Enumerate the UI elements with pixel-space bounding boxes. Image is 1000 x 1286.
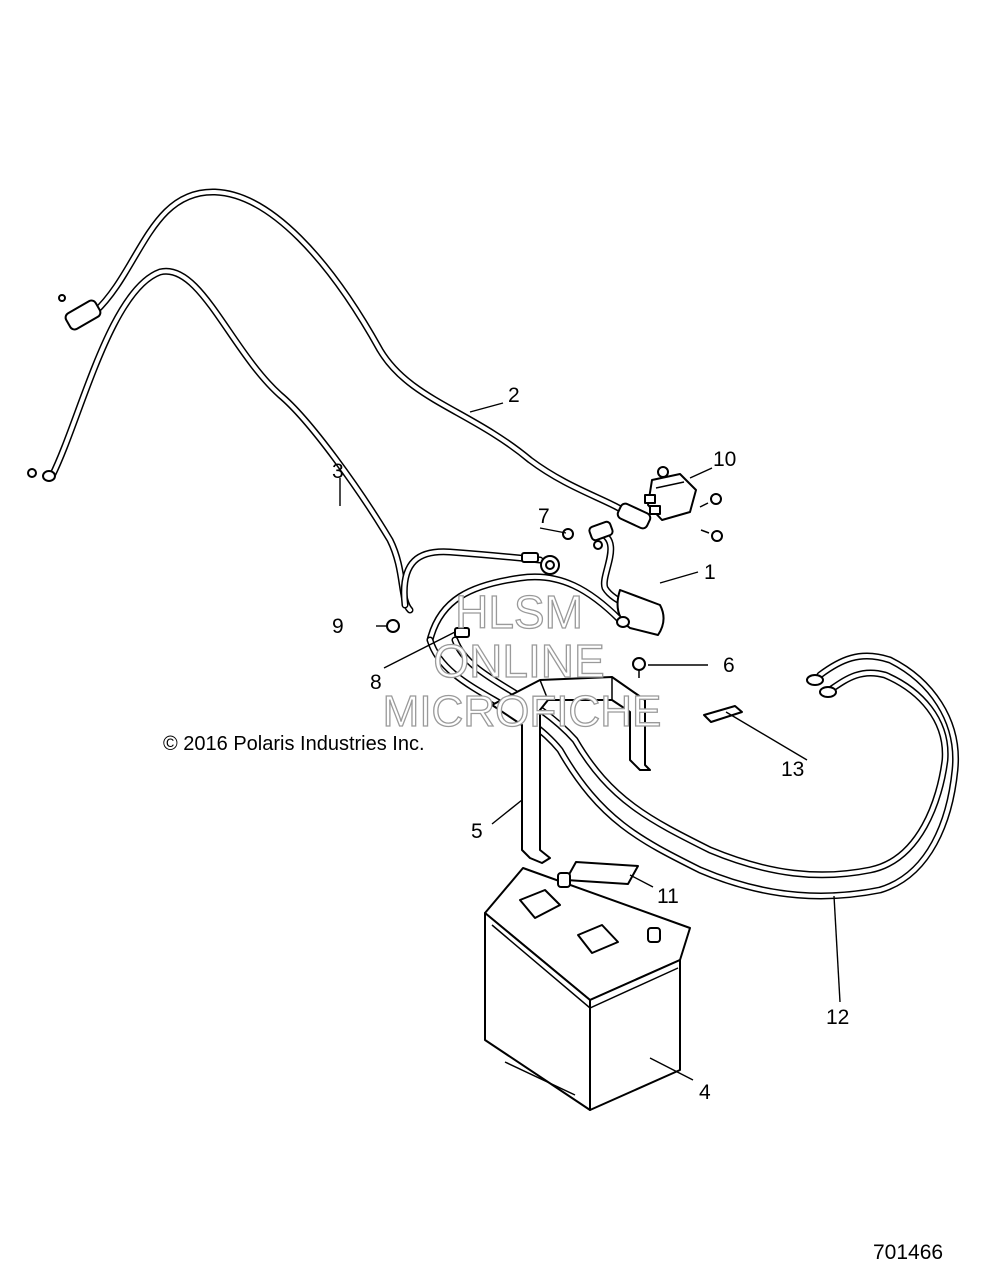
copyright-notice: © 2016 Polaris Industries Inc.: [163, 733, 425, 755]
callout-11: 11: [657, 885, 679, 908]
leader-lines: [339, 402, 841, 1081]
callout-9: 9: [332, 615, 344, 638]
callout-5: 5: [471, 820, 483, 843]
bolt-10b[interactable]: [700, 529, 723, 542]
callout-10: 10: [713, 448, 736, 471]
callout-12: 12: [826, 1006, 849, 1029]
callout-6: 6: [723, 654, 735, 677]
cable-2[interactable]: [58, 188, 652, 530]
callout-7: 7: [538, 505, 550, 528]
bolt-6[interactable]: [632, 657, 646, 678]
callout-4: 4: [699, 1081, 711, 1104]
callout-2: 2: [508, 384, 520, 407]
nut-7[interactable]: [562, 528, 603, 550]
battery-4[interactable]: [484, 867, 691, 1111]
label-11[interactable]: [565, 861, 639, 885]
callout-1: 1: [704, 561, 716, 584]
cable-8[interactable]: [426, 573, 630, 644]
callout-13: 13: [781, 758, 804, 781]
bracket-5[interactable]: [491, 676, 651, 864]
watermark: HLSM ONLINE MICROFICHE: [382, 585, 662, 736]
label-13[interactable]: [703, 705, 743, 723]
callout-3: 3: [332, 460, 344, 483]
cable-3[interactable]: [27, 267, 414, 614]
nut-9[interactable]: [386, 619, 400, 633]
battery-clamp-cable[interactable]: [400, 548, 560, 609]
diagram-number: 701466: [873, 1241, 944, 1264]
watermark-line-2: ONLINE: [433, 635, 604, 687]
relay-10[interactable]: [644, 466, 697, 521]
watermark-line-1: HLSM: [455, 586, 583, 638]
callout-8: 8: [370, 671, 382, 694]
watermark-line-3: MICROFICHE: [383, 687, 662, 736]
cable-12[interactable]: [426, 636, 960, 900]
bolt-10a[interactable]: [699, 493, 722, 508]
callout-labels: 1 2 3 4 5 6 7 8 9 10 11 12 13: [332, 384, 849, 1104]
